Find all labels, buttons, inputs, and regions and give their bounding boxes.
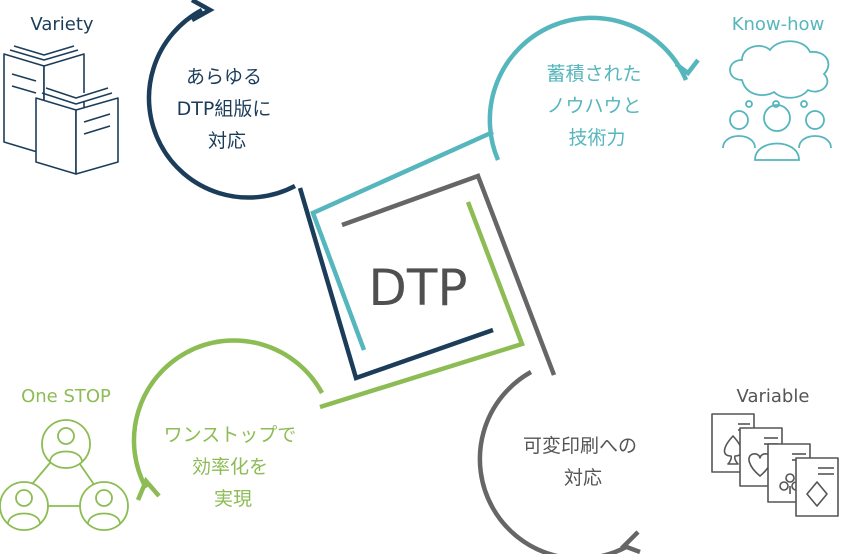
frame-line-green <box>319 201 525 410</box>
connected-people-icon <box>0 419 129 531</box>
center-frame <box>297 129 557 410</box>
onestop-cycle <box>131 338 324 501</box>
onestop-label: One STOP <box>21 386 111 407</box>
knowhow-label: Know-how <box>732 14 825 35</box>
variety-circle-text: あらゆる DTP組版に 対応 <box>177 66 278 152</box>
frame-line-navy <box>297 187 494 381</box>
thought-cloud-people-icon <box>722 40 832 161</box>
knowhow-circle-text: 蓄積された ノウハウと 技術力 <box>546 63 647 149</box>
frame-line-teal <box>310 129 494 351</box>
center-label: DTP <box>368 259 467 317</box>
variable-cycle <box>477 370 641 554</box>
frame-line-gray <box>341 173 557 376</box>
playing-cards-documents-icon <box>711 413 839 517</box>
variable-circle-text: 可変印刷への 対応 <box>523 435 643 489</box>
variety-cycle <box>146 0 297 200</box>
variable-label: Variable <box>737 386 810 407</box>
open-books-icon <box>3 45 119 175</box>
knowhow-cycle <box>487 15 700 161</box>
onestop-circle-text: ワンストップで 効率化を 実現 <box>164 424 303 510</box>
variety-label: Variety <box>30 14 93 35</box>
